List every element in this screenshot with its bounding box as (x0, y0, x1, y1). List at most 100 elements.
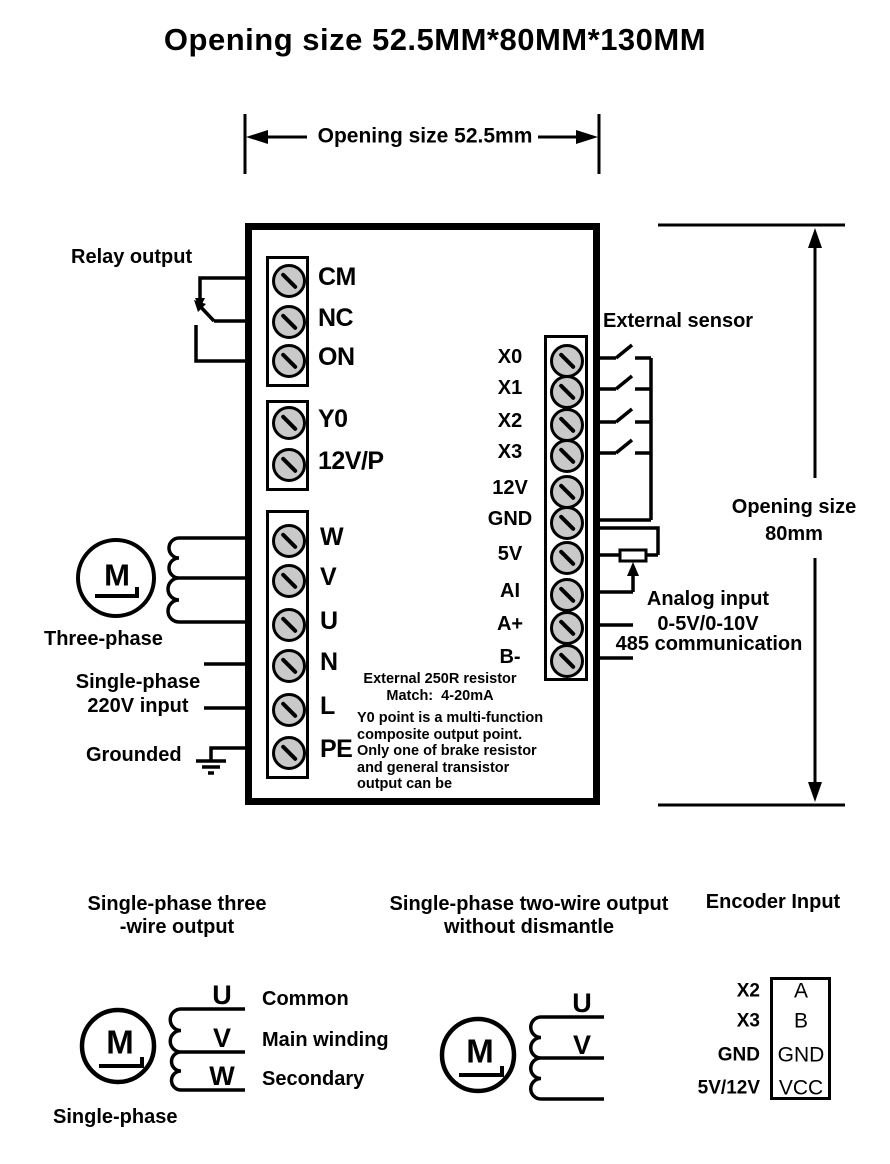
three-phase-motor-coil (166, 536, 245, 624)
screw-terminal-icon (550, 375, 584, 409)
encoder-input-x2: X2 (736, 980, 760, 1002)
terminal-label-a-plus: A+ (496, 613, 524, 636)
single-phase-input-stubs (204, 662, 246, 710)
terminal-label-l: L (320, 691, 335, 720)
terminal-label-nc: NC (318, 303, 354, 332)
potentiometer-symbol (600, 526, 660, 594)
terminal-label-12v: 12V (492, 477, 528, 500)
screw-terminal-icon (272, 524, 306, 558)
three-wire-desc-common: Common (262, 988, 349, 1011)
encoder-pinout-box (770, 977, 831, 1100)
terminal-label-gnd: GND (487, 508, 533, 531)
two-wire-heading: Single-phase two-wire output without dis… (379, 893, 679, 939)
analog-input-line1: Analog input (646, 588, 770, 610)
screw-terminal-icon (550, 408, 584, 442)
screw-terminal-icon (272, 448, 306, 482)
analog-input-line2: 0-5V/0-10V (657, 613, 759, 635)
io-terminal-block (544, 335, 588, 681)
resistor-note-line1: External 250R resistor (363, 671, 517, 687)
terminal-label-w: W (320, 522, 344, 551)
y0-note-line4: and general transistor (357, 759, 510, 776)
terminal-label-u: U (320, 606, 338, 635)
single-phase-input-label: Single-phase 220V input (63, 670, 213, 718)
comm-stubs (600, 623, 633, 660)
encoder-input-5v12v: 5V/12V (697, 1077, 760, 1099)
encoder-pin-gnd: GND (777, 1043, 825, 1067)
external-sensor-label: External sensor (603, 310, 754, 333)
screw-terminal-icon (272, 608, 306, 642)
screw-terminal-icon (550, 611, 584, 645)
two-wire-heading-line1: Single-phase two-wire output (389, 893, 669, 915)
terminal-label-b-minus: B- (499, 646, 521, 669)
screw-terminal-icon (550, 475, 584, 509)
relay-symbol (194, 276, 246, 363)
three-wire-heading-line2: -wire output (119, 916, 235, 938)
output-terminal-block (266, 400, 309, 491)
y0-note-line1: Y0 point is a multi-function (357, 710, 544, 726)
three-wire-desc-secondary: Secondary (262, 1068, 365, 1091)
screw-terminal-icon (272, 564, 306, 598)
three-wire-terminal-v: V (212, 1022, 231, 1053)
encoder-pin-b: B (793, 1009, 808, 1033)
three-wire-terminal-u: U (212, 979, 232, 1010)
terminal-label-v: V (320, 562, 337, 591)
two-wire-motor-letter: M (466, 1032, 494, 1070)
screw-terminal-icon (550, 344, 584, 378)
arrowheads (194, 130, 822, 802)
two-wire-terminal-v: V (572, 1029, 591, 1060)
screw-terminal-icon (550, 439, 584, 473)
terminal-label-x0: X0 (497, 346, 523, 369)
ground-icon (196, 746, 246, 775)
terminal-label-x3: X3 (497, 441, 523, 464)
analog-input-label: Analog input 0-5V/0-10V (633, 587, 783, 637)
three-phase-label: Three-phase (44, 628, 163, 651)
y0-note-line2: composite output point. (357, 726, 523, 743)
relay-terminal-block (266, 256, 309, 387)
height-dim-line2: 80mm (765, 523, 823, 545)
screw-terminal-icon (272, 649, 306, 683)
terminal-label-pe: PE (320, 734, 353, 763)
three-phase-motor-icon (76, 538, 156, 618)
screw-terminal-icon (550, 506, 584, 540)
three-wire-caption: Single-phase (53, 1106, 178, 1129)
resistor-note: External 250R resistor Match: 4-20mA (334, 671, 546, 705)
terminal-label-12vp: 12V/P (318, 446, 384, 475)
resistor-note-line2: Match: 4-20mA (386, 688, 494, 704)
single-phase-line2: 220V input (87, 695, 189, 717)
encoder-heading: Encoder Input (705, 891, 841, 914)
screw-terminal-icon (272, 736, 306, 770)
two-wire-motor-icon (439, 1015, 604, 1101)
single-phase-line1: Single-phase (75, 671, 201, 693)
three-wire-motor-icon (79, 1007, 245, 1092)
screw-terminal-icon (272, 344, 306, 378)
terminal-label-5v: 5V (497, 543, 523, 566)
two-wire-terminal-u: U (572, 987, 592, 1018)
grounded-label: Grounded (86, 744, 182, 767)
screw-terminal-icon (272, 406, 306, 440)
sensor-switch-icons (600, 343, 653, 522)
encoder-pin-a: A (793, 979, 808, 1003)
two-wire-heading-line2: without dismantle (444, 916, 614, 938)
three-phase-motor-letter: M (104, 557, 130, 593)
screw-terminal-icon (550, 644, 584, 678)
encoder-input-gnd: GND (717, 1044, 760, 1066)
three-wire-heading: Single-phase three -wire output (77, 893, 277, 939)
screw-terminal-icon (550, 541, 584, 575)
page-title: Opening size 52.5MM*80MM*130MM (163, 22, 707, 57)
terminal-label-x1: X1 (497, 377, 523, 400)
y0-note: Y0 point is a multi-function composite o… (357, 710, 579, 793)
y0-note-line3: Only one of brake resistor (357, 743, 537, 760)
comm-485-label: 485 communication (615, 633, 803, 656)
height-dimension-label: Opening size 80mm (723, 494, 865, 548)
three-wire-terminal-w: W (209, 1060, 235, 1091)
encoder-input-x3: X3 (736, 1010, 760, 1032)
terminal-label-ai: AI (500, 580, 520, 603)
height-dimension-lines (658, 223, 845, 807)
relay-output-label: Relay output (71, 246, 193, 269)
screw-terminal-icon (272, 264, 306, 298)
height-dim-line1: Opening size (731, 496, 857, 518)
terminal-label-n: N (320, 647, 338, 676)
screw-terminal-icon (272, 305, 306, 339)
screw-terminal-icon (550, 578, 584, 612)
